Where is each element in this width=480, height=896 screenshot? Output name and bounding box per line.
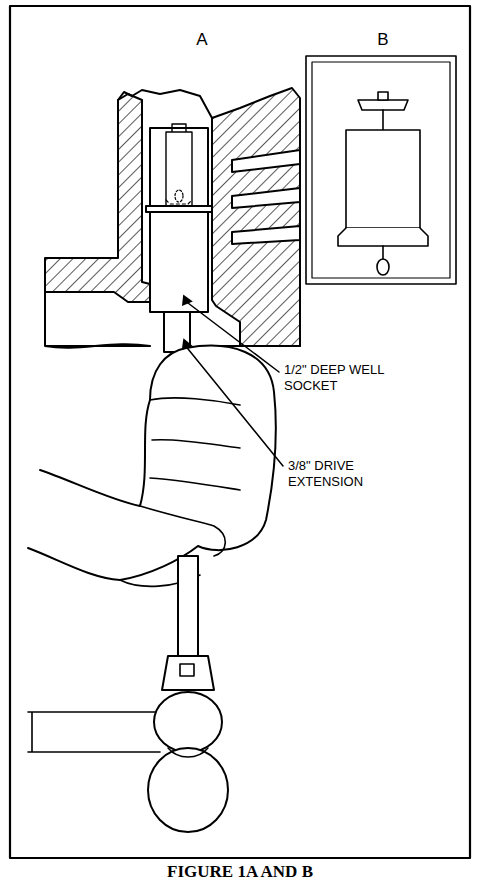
frame (10, 6, 470, 858)
break-line (118, 90, 212, 118)
deep-well-socket (150, 128, 208, 206)
fin-slot (232, 226, 300, 244)
ratchet-head (162, 656, 214, 690)
plug-terminal (358, 100, 408, 110)
plug-spindle (382, 110, 384, 130)
plug-stem (382, 246, 384, 260)
leader-line (184, 344, 283, 466)
head-lower-edge (45, 292, 150, 348)
arrowhead (177, 338, 193, 353)
figure-caption: FIGURE 1A AND B (10, 862, 470, 882)
spark-plug-hidden (175, 190, 183, 202)
figure-letter: A (190, 30, 214, 50)
inset-frame (312, 62, 450, 278)
arm (28, 712, 160, 752)
arrowhead (177, 294, 193, 309)
plug-tip (377, 259, 389, 275)
handle-knob (148, 748, 228, 832)
spark-plug (166, 124, 192, 206)
knob-joint (168, 748, 208, 757)
ratchet-lever (180, 664, 194, 676)
plug-body (346, 130, 420, 228)
deep-well-socket (150, 212, 208, 312)
part-label: 1/2" DEEP WELL SOCKET (284, 362, 402, 393)
plug-nub (378, 92, 388, 100)
figure-letter: B (371, 30, 395, 50)
plug-flange (338, 228, 428, 246)
finger-line (140, 398, 240, 556)
hand (28, 346, 276, 580)
fin-slot (232, 150, 300, 172)
ratchet-shaft (178, 556, 198, 656)
head-section-right (212, 88, 300, 346)
part-label: 3/8" DRIVE EXTENSION (288, 458, 396, 489)
fin-slot (232, 188, 300, 208)
handle-knob (154, 692, 222, 752)
head-section-left (45, 94, 150, 302)
inset-frame (306, 56, 456, 284)
